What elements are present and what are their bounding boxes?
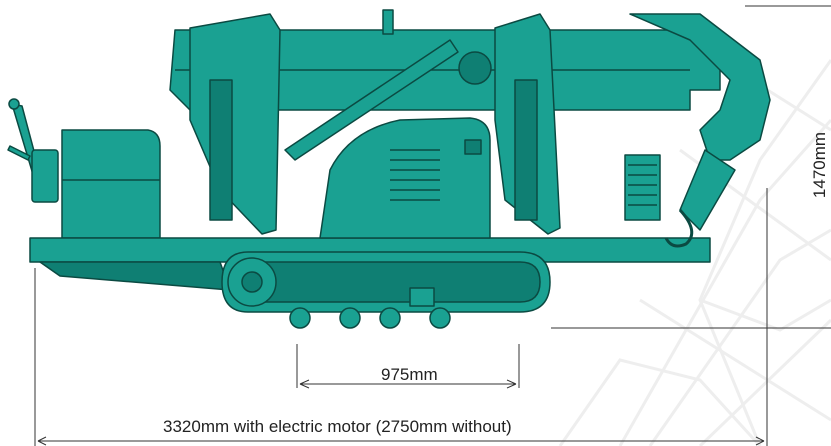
track-roller — [289, 307, 311, 329]
outrigger-left — [189, 13, 281, 235]
track-roller — [339, 307, 361, 329]
height-label: 1470mm — [810, 131, 829, 199]
hydraulic-cylinder — [284, 39, 459, 161]
hook — [664, 208, 694, 248]
dimension-arrow-icon — [506, 379, 517, 389]
dimension-arrow-icon — [755, 436, 765, 446]
operator-cab — [319, 117, 491, 239]
dimension-arrow-icon — [299, 379, 310, 389]
dimension-arrow-icon — [37, 436, 47, 446]
engine-housing — [61, 129, 161, 239]
track-roller — [429, 307, 451, 329]
control-knob — [8, 98, 20, 110]
crane-machine-icon — [7, 9, 771, 329]
overall-length-label: 3320mm with electric motor (2750mm witho… — [163, 417, 512, 436]
track-length-label: 975mm — [381, 365, 438, 384]
track-roller — [379, 307, 401, 329]
dimension-lines — [34, 5, 831, 446]
side-panel — [624, 154, 661, 221]
